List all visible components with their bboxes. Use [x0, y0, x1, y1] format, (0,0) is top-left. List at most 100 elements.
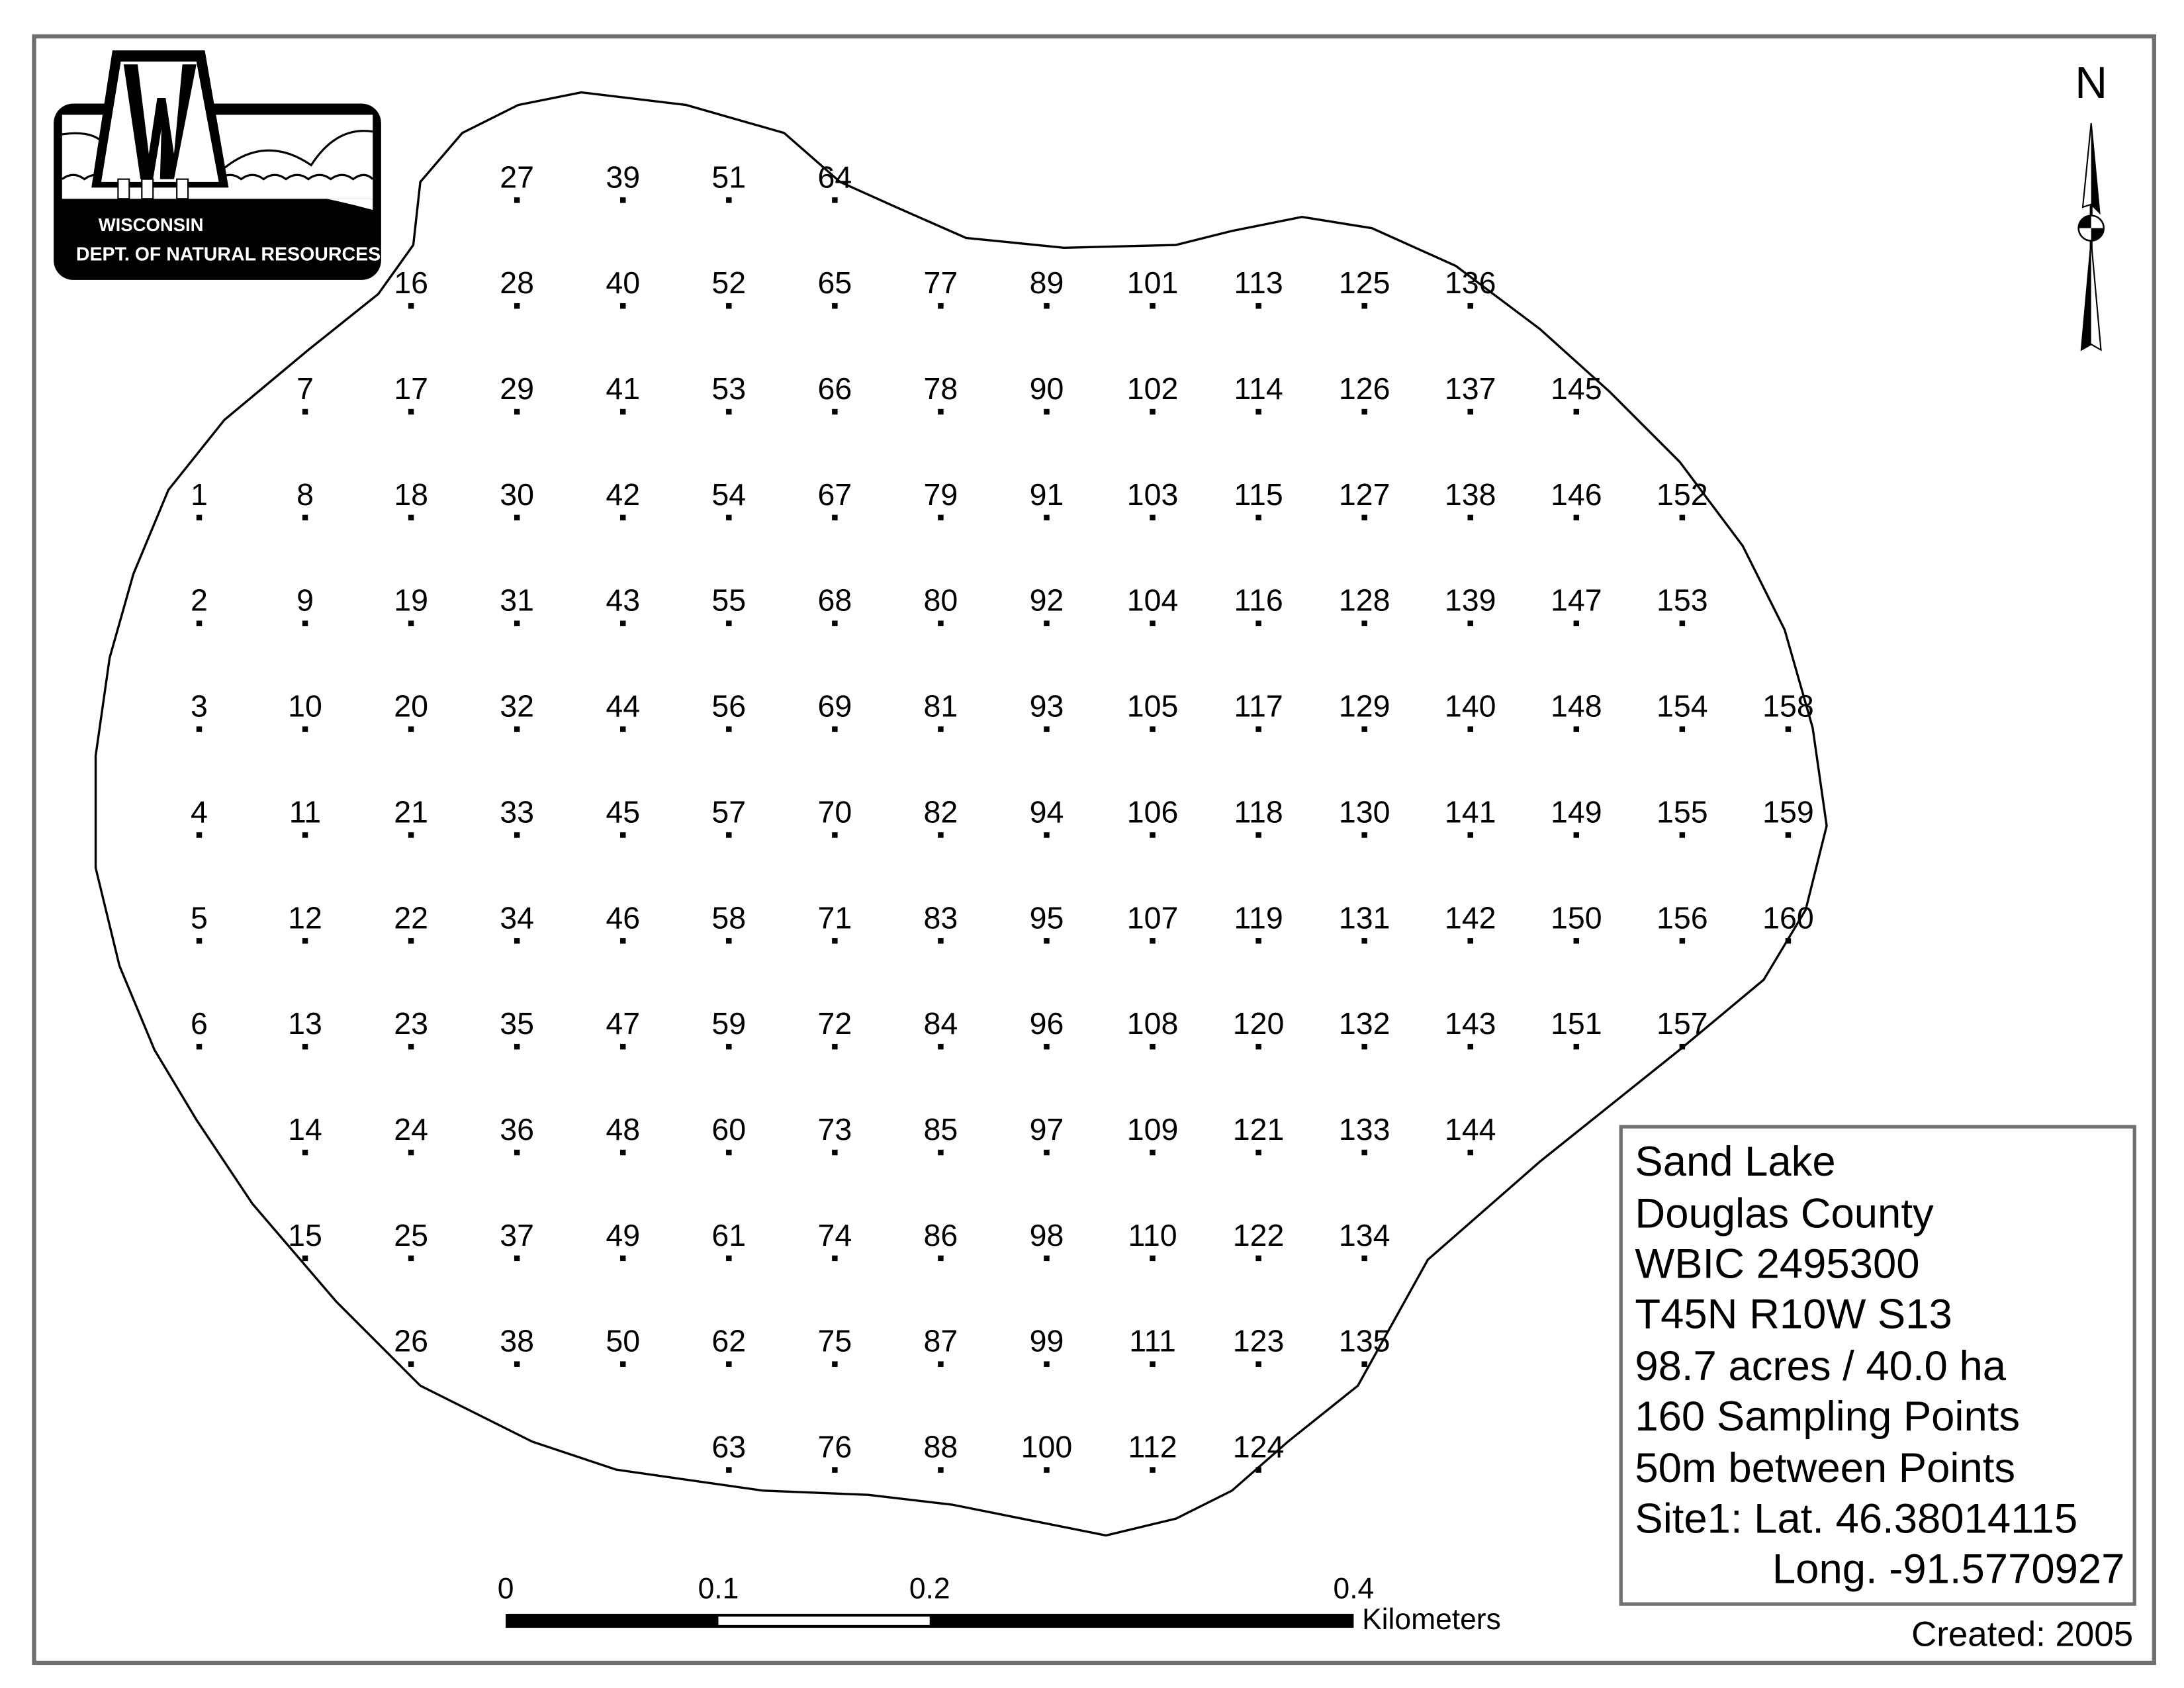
sampling-point-marker [1467, 514, 1473, 521]
sampling-point-label: 108 [1127, 1006, 1179, 1041]
legend-area: 98.7 acres / 40.0 ha [1635, 1343, 2006, 1389]
sampling-point-label: 128 [1339, 583, 1390, 618]
sampling-point-marker [620, 514, 626, 521]
sampling-point-label: 83 [924, 900, 958, 935]
sampling-point-marker [832, 1043, 838, 1050]
sampling-point-label: 15 [288, 1218, 322, 1252]
sampling-point-label: 24 [394, 1112, 428, 1147]
sampling-point: 55 [711, 583, 746, 626]
sampling-point-marker [1150, 1361, 1156, 1367]
sampling-point-label: 21 [394, 794, 428, 829]
sampling-point-marker [1150, 514, 1156, 521]
sampling-point: 129 [1339, 689, 1390, 732]
sampling-point: 135 [1339, 1324, 1390, 1367]
sampling-point-label: 86 [924, 1218, 958, 1252]
sampling-point-label: 156 [1657, 900, 1708, 935]
sampling-point-label: 66 [818, 371, 852, 406]
sampling-point-marker [620, 197, 626, 203]
sampling-point-marker [302, 938, 308, 944]
sampling-point-marker [1361, 620, 1367, 626]
sampling-point: 93 [1030, 689, 1064, 732]
sampling-point-marker [1255, 1361, 1261, 1367]
sampling-point-marker [938, 1255, 944, 1262]
sampling-point: 134 [1339, 1218, 1390, 1262]
sampling-point-label: 136 [1445, 265, 1496, 300]
scale-tick-0-1: 0.1 [698, 1573, 739, 1605]
sampling-point-marker [726, 620, 732, 626]
sampling-point: 142 [1445, 900, 1496, 944]
sampling-point: 52 [711, 265, 746, 309]
sampling-point: 87 [924, 1324, 958, 1367]
sampling-point-label: 94 [1030, 794, 1064, 829]
sampling-point-marker [938, 832, 944, 838]
sampling-point: 50 [606, 1324, 640, 1367]
sampling-point-label: 90 [1030, 371, 1064, 406]
sampling-point-label: 79 [924, 477, 958, 512]
sampling-point-marker [196, 514, 203, 521]
sampling-point: 36 [500, 1112, 534, 1156]
sampling-point-marker [1361, 408, 1367, 415]
sampling-point: 68 [818, 583, 852, 626]
sampling-point-marker [1044, 938, 1050, 944]
sampling-point: 20 [394, 689, 428, 732]
sampling-point-label: 73 [818, 1112, 852, 1147]
scale-bar: 0 0.1 0.2 0.4 Kilometers [498, 1573, 1501, 1636]
scale-tick-0: 0 [498, 1573, 514, 1605]
sampling-point: 75 [818, 1324, 852, 1367]
sampling-point-label: 89 [1030, 265, 1064, 300]
sampling-point: 1 [191, 477, 208, 521]
sampling-point: 56 [711, 689, 746, 732]
sampling-point-label: 53 [711, 371, 746, 406]
sampling-point: 29 [500, 371, 534, 415]
sampling-point: 2 [191, 583, 208, 626]
sampling-point: 7 [296, 371, 314, 415]
sampling-point: 81 [924, 689, 958, 732]
sampling-point-label: 65 [818, 265, 852, 300]
sampling-point-label: 133 [1339, 1112, 1390, 1147]
sampling-point: 111 [1129, 1324, 1176, 1367]
sampling-point: 25 [394, 1218, 428, 1262]
sampling-point-marker [1255, 514, 1261, 521]
sampling-point-label: 140 [1445, 689, 1496, 724]
sampling-point-marker [1044, 1467, 1050, 1473]
sampling-point-label: 30 [500, 477, 534, 512]
sampling-point-marker [832, 620, 838, 626]
sampling-point: 140 [1445, 689, 1496, 732]
sampling-point-label: 35 [500, 1006, 534, 1041]
sampling-point-label: 125 [1339, 265, 1390, 300]
sampling-point: 8 [296, 477, 314, 521]
sampling-point-marker [408, 938, 414, 944]
sampling-point-label: 121 [1233, 1112, 1285, 1147]
sampling-point-marker [726, 514, 732, 521]
sampling-point-label: 115 [1234, 477, 1283, 512]
sampling-point: 38 [500, 1324, 534, 1367]
sampling-point-marker [726, 1149, 732, 1156]
sampling-point-marker [514, 620, 520, 626]
sampling-point-label: 64 [818, 160, 852, 194]
sampling-point-label: 34 [500, 900, 534, 935]
sampling-point-label: 57 [711, 794, 746, 829]
sampling-point: 157 [1657, 1006, 1708, 1050]
sampling-point: 45 [606, 794, 640, 838]
sampling-point: 96 [1030, 1006, 1064, 1050]
sampling-point-marker [1255, 938, 1261, 944]
sampling-point-label: 104 [1127, 583, 1179, 618]
sampling-point-marker [1255, 1149, 1261, 1156]
sampling-point: 61 [711, 1218, 746, 1262]
sampling-point-marker [1255, 408, 1261, 415]
sampling-point-marker [938, 1361, 944, 1367]
sampling-point: 125 [1339, 265, 1390, 309]
sampling-point: 128 [1339, 583, 1390, 626]
sampling-point-label: 76 [818, 1430, 852, 1464]
sampling-point-label: 55 [711, 583, 746, 618]
sampling-point: 118 [1234, 794, 1283, 838]
sampling-point-label: 29 [500, 371, 534, 406]
sampling-point: 159 [1762, 794, 1814, 838]
sampling-point: 6 [191, 1006, 208, 1050]
sampling-point: 24 [394, 1112, 428, 1156]
sampling-point-label: 41 [606, 371, 640, 406]
legend-spacing: 50m between Points [1635, 1445, 2015, 1491]
sampling-point-marker [1150, 1043, 1156, 1050]
sampling-point-marker [408, 1361, 414, 1367]
